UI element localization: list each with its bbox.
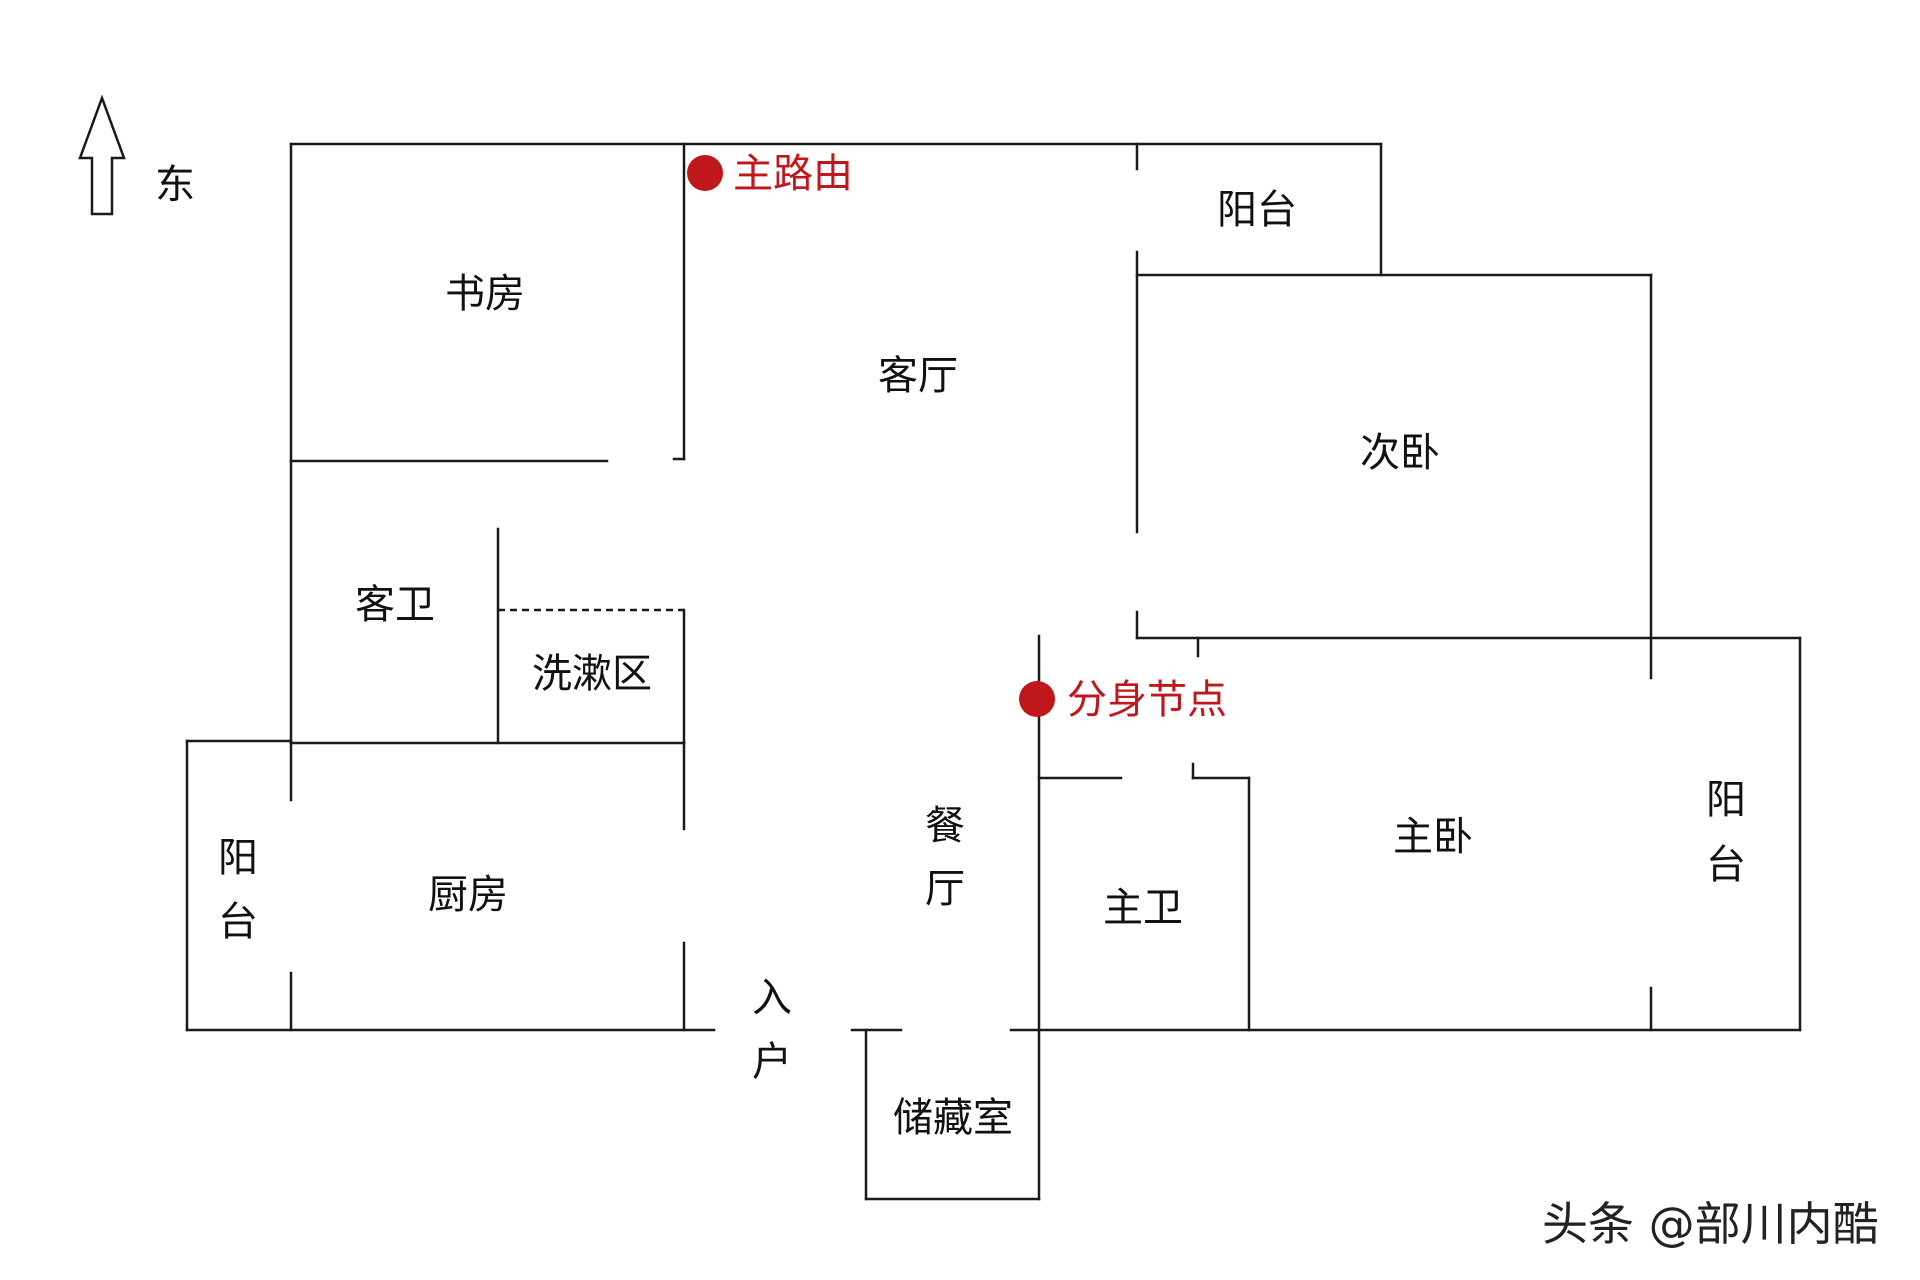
compass-direction-label: 东 xyxy=(155,162,195,208)
room-label-study: 书房 xyxy=(445,271,525,317)
room-label-balcony-right-1: 阳 xyxy=(1706,777,1746,823)
walls xyxy=(185,142,1802,1201)
main-router-label: 主路由 xyxy=(733,151,853,197)
room-label-wash-area: 洗漱区 xyxy=(532,651,652,697)
room-label-living-room: 客厅 xyxy=(878,353,958,399)
room-labels: 书房 客厅 阳台 次卧 客卫 洗漱区 厨房 阳 台 餐 厅 主卫 主卧 阳 台 … xyxy=(218,187,1746,1141)
main-router-marker: 主路由 xyxy=(687,151,853,197)
room-label-balcony-right-2: 台 xyxy=(1706,842,1746,888)
watermark: 头条 @部川内酷 xyxy=(1542,1197,1879,1251)
room-label-storage: 储藏室 xyxy=(893,1095,1013,1141)
room-label-balcony-left-1: 阳 xyxy=(218,835,258,881)
room-label-entrance-1: 入 xyxy=(752,975,792,1021)
satellite-node-marker: 分身节点 xyxy=(1019,677,1227,723)
room-label-master-bathroom: 主卫 xyxy=(1103,885,1183,931)
room-label-entrance-2: 户 xyxy=(752,1039,792,1085)
satellite-node-label: 分身节点 xyxy=(1067,677,1227,723)
compass: 东 xyxy=(78,94,195,216)
room-label-kitchen: 厨房 xyxy=(428,872,508,918)
room-label-master-bedroom: 主卧 xyxy=(1393,814,1473,860)
up-arrow-icon xyxy=(78,94,126,216)
room-label-dining-1: 餐 xyxy=(925,803,965,849)
main-router-dot xyxy=(687,155,723,191)
room-label-dining-2: 厅 xyxy=(925,866,965,912)
room-label-guest-bathroom: 客卫 xyxy=(355,582,435,628)
room-label-balcony-left-2: 台 xyxy=(218,899,258,945)
satellite-node-dot xyxy=(1019,681,1055,717)
room-label-second-bedroom: 次卧 xyxy=(1360,430,1440,476)
room-label-balcony-top: 阳台 xyxy=(1217,187,1297,233)
